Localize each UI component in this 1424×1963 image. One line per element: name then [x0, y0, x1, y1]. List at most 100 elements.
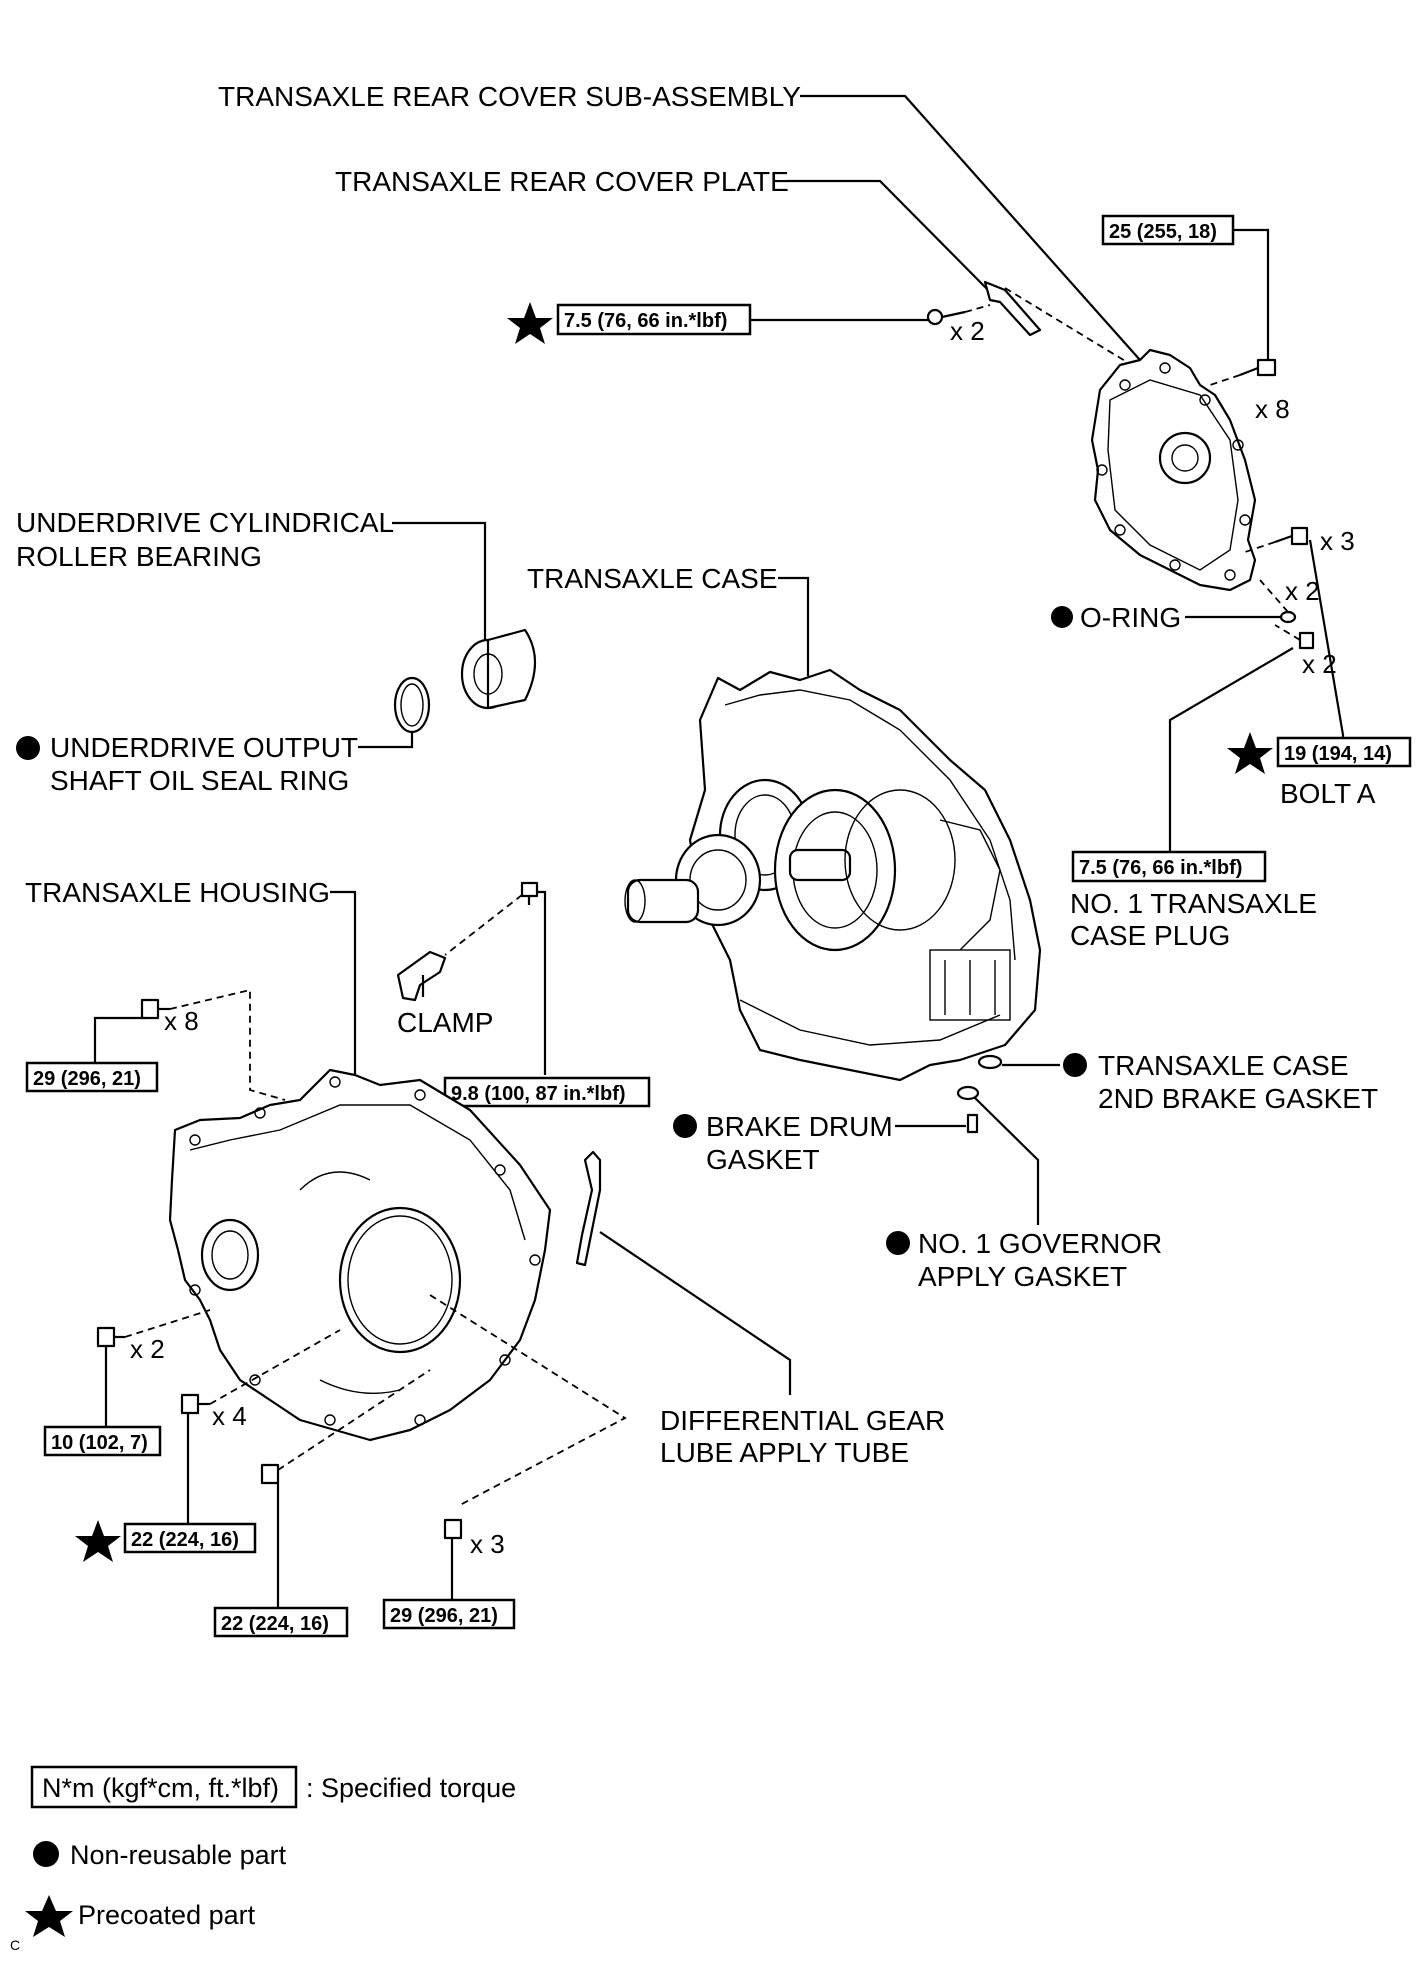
torque-box-clamp	[443, 1076, 651, 1108]
leader-bolt-a	[1308, 539, 1345, 740]
label-governor-gasket-line1: NO. 1 GOVERNOR	[918, 1228, 1162, 1259]
leader-rear-cover-torque	[1233, 228, 1270, 365]
corner-mark: C	[10, 1937, 20, 1953]
precoated-star-icon	[1227, 732, 1273, 774]
housing-bolt-icon	[140, 998, 170, 1020]
governor-gasket-part	[956, 1085, 980, 1101]
torque-housing-x4: 22 (224, 16)	[131, 1529, 239, 1551]
label-transaxle-case: TRANSAXLE CASE	[527, 563, 778, 594]
label-oil-seal-ring-line2: SHAFT OIL SEAL RING	[50, 765, 349, 796]
second-brake-gasket-part	[977, 1054, 1003, 1070]
qty-plate-bolts: x 2	[950, 316, 985, 346]
legend-non-reusable: Non-reusable part	[70, 1840, 287, 1870]
label-case-plug-line2: CASE PLUG	[1070, 920, 1230, 951]
label-lube-tube-line1: DIFFERENTIAL GEAR	[660, 1405, 945, 1436]
plate-bolt-icon	[926, 308, 966, 326]
leader-clamp-bolt	[537, 890, 547, 1075]
housing-bolt-icon	[180, 1393, 210, 1415]
housing-x8-dash	[169, 988, 286, 1101]
cover-bolt-dash	[1209, 374, 1241, 386]
torque-rear-cover: 25 (255, 18)	[1109, 221, 1217, 243]
non-reusable-dot-icon	[1063, 1053, 1087, 1077]
rear-cover-plate	[983, 280, 1042, 337]
torque-box-plate	[556, 303, 752, 336]
leader-transaxle-case	[778, 576, 810, 676]
housing-x4-dash	[209, 1329, 341, 1405]
bolt-a-dash	[1244, 541, 1276, 553]
o-ring-part	[1279, 610, 1297, 624]
leader-underdrive-bearing	[392, 521, 487, 645]
transaxle-case-part	[624, 668, 1042, 1082]
housing-bolt-icon	[96, 1326, 125, 1348]
clamp-bolt-icon	[520, 881, 539, 905]
precoated-star-icon	[25, 1895, 73, 1937]
leader-lube-tube	[599, 1231, 792, 1395]
label-o-ring: O-RING	[1080, 602, 1181, 633]
o-ring-dash	[1259, 579, 1289, 613]
leader-rear-cover	[800, 94, 1141, 361]
non-reusable-dot-icon	[673, 1114, 697, 1138]
label-oil-seal-ring-line1: UNDERDRIVE OUTPUT	[50, 732, 358, 763]
label-rear-cover-plate: TRANSAXLE REAR COVER PLATE	[335, 166, 789, 197]
torque-box-housing-x4	[123, 1522, 257, 1554]
leader-oil-seal-ring	[358, 733, 414, 749]
precoated-star-icon	[507, 302, 553, 344]
label-second-brake-gasket-line1: TRANSAXLE CASE	[1098, 1050, 1349, 1081]
qty-o-ring: x 2	[1285, 576, 1320, 606]
leader-rear-cover-plate	[786, 179, 991, 293]
qty-cover-bolts: x 8	[1255, 394, 1290, 424]
torque-box-housing-x3	[382, 1598, 516, 1630]
legend-precoated: Precoated part	[78, 1900, 256, 1930]
non-reusable-dot-icon	[1051, 606, 1073, 628]
torque-housing-single: 22 (224, 16)	[221, 1613, 329, 1635]
plate-bolt-dash	[964, 304, 991, 313]
housing-x2-dash	[124, 1309, 211, 1338]
clamp-part	[396, 950, 447, 1002]
label-governor-gasket-line2: APPLY GASKET	[918, 1261, 1127, 1292]
clamp-bolt-dash	[444, 894, 523, 956]
leader-case-plug	[1168, 647, 1294, 853]
housing-x3-dash	[429, 1294, 627, 1506]
brake-drum-gasket-part	[966, 1113, 979, 1134]
label-underdrive-bearing-line1: UNDERDRIVE CYLINDRICAL	[16, 507, 394, 538]
leader-governor-gasket	[974, 1097, 1040, 1225]
legend-unit-text: : Specified torque	[306, 1773, 516, 1803]
label-underdrive-bearing-line2: ROLLER BEARING	[16, 541, 262, 572]
cover-bolt-icon	[1239, 358, 1277, 377]
qty-housing-x2: x 2	[130, 1334, 165, 1364]
torque-clamp: 9.8 (100, 87 in.*lbf)	[451, 1083, 626, 1105]
label-rear-cover-sub-assembly: TRANSAXLE REAR COVER SUB-ASSEMBLY	[218, 81, 801, 112]
legend-unit-box-text: N*m (kgf*cm, ft.*lbf)	[42, 1773, 279, 1803]
torque-plate: 7.5 (76, 66 in.*lbf)	[564, 310, 727, 332]
qty-housing-x8: x 8	[164, 1006, 199, 1036]
torque-case-plug: 7.5 (76, 66 in.*lbf)	[1079, 857, 1242, 879]
torque-box-bolt-a	[1276, 736, 1412, 768]
qty-bolt-a: x 3	[1320, 526, 1355, 556]
qty-plug: x 2	[1302, 649, 1337, 679]
housing-bolt-icon	[260, 1463, 280, 1485]
leader-housing-x8	[93, 1016, 145, 1065]
label-brake-drum-gasket-line1: BRAKE DRUM	[706, 1111, 893, 1142]
housing-single-dash	[277, 1369, 431, 1471]
torque-box-housing-x2	[43, 1425, 162, 1457]
non-reusable-dot-icon	[16, 736, 40, 760]
oil-seal-ring-part	[393, 676, 431, 734]
label-bolt-a: BOLT A	[1280, 778, 1376, 809]
label-brake-drum-gasket-line2: GASKET	[706, 1144, 820, 1175]
label-lube-tube-line2: LUBE APPLY TUBE	[660, 1437, 909, 1468]
torque-bolt-a: 19 (194, 14)	[1284, 743, 1392, 765]
non-reusable-dot-icon	[886, 1231, 910, 1255]
rear-cover-bolt-holes	[1096, 362, 1251, 581]
lube-apply-tube-part	[575, 1150, 602, 1267]
transaxle-housing-part	[168, 1068, 552, 1442]
qty-housing-x4: x 4	[212, 1401, 247, 1431]
qty-housing-x3: x 3	[470, 1529, 505, 1559]
label-second-brake-gasket-line2: 2ND BRAKE GASKET	[1098, 1083, 1378, 1114]
torque-housing-x3: 29 (296, 21)	[390, 1605, 498, 1627]
torque-housing-x2: 10 (102, 7)	[51, 1432, 148, 1454]
roller-bearing-part	[460, 628, 536, 710]
bolt-a-icon	[1274, 526, 1309, 546]
label-case-plug-line1: NO. 1 TRANSAXLE	[1070, 888, 1317, 919]
